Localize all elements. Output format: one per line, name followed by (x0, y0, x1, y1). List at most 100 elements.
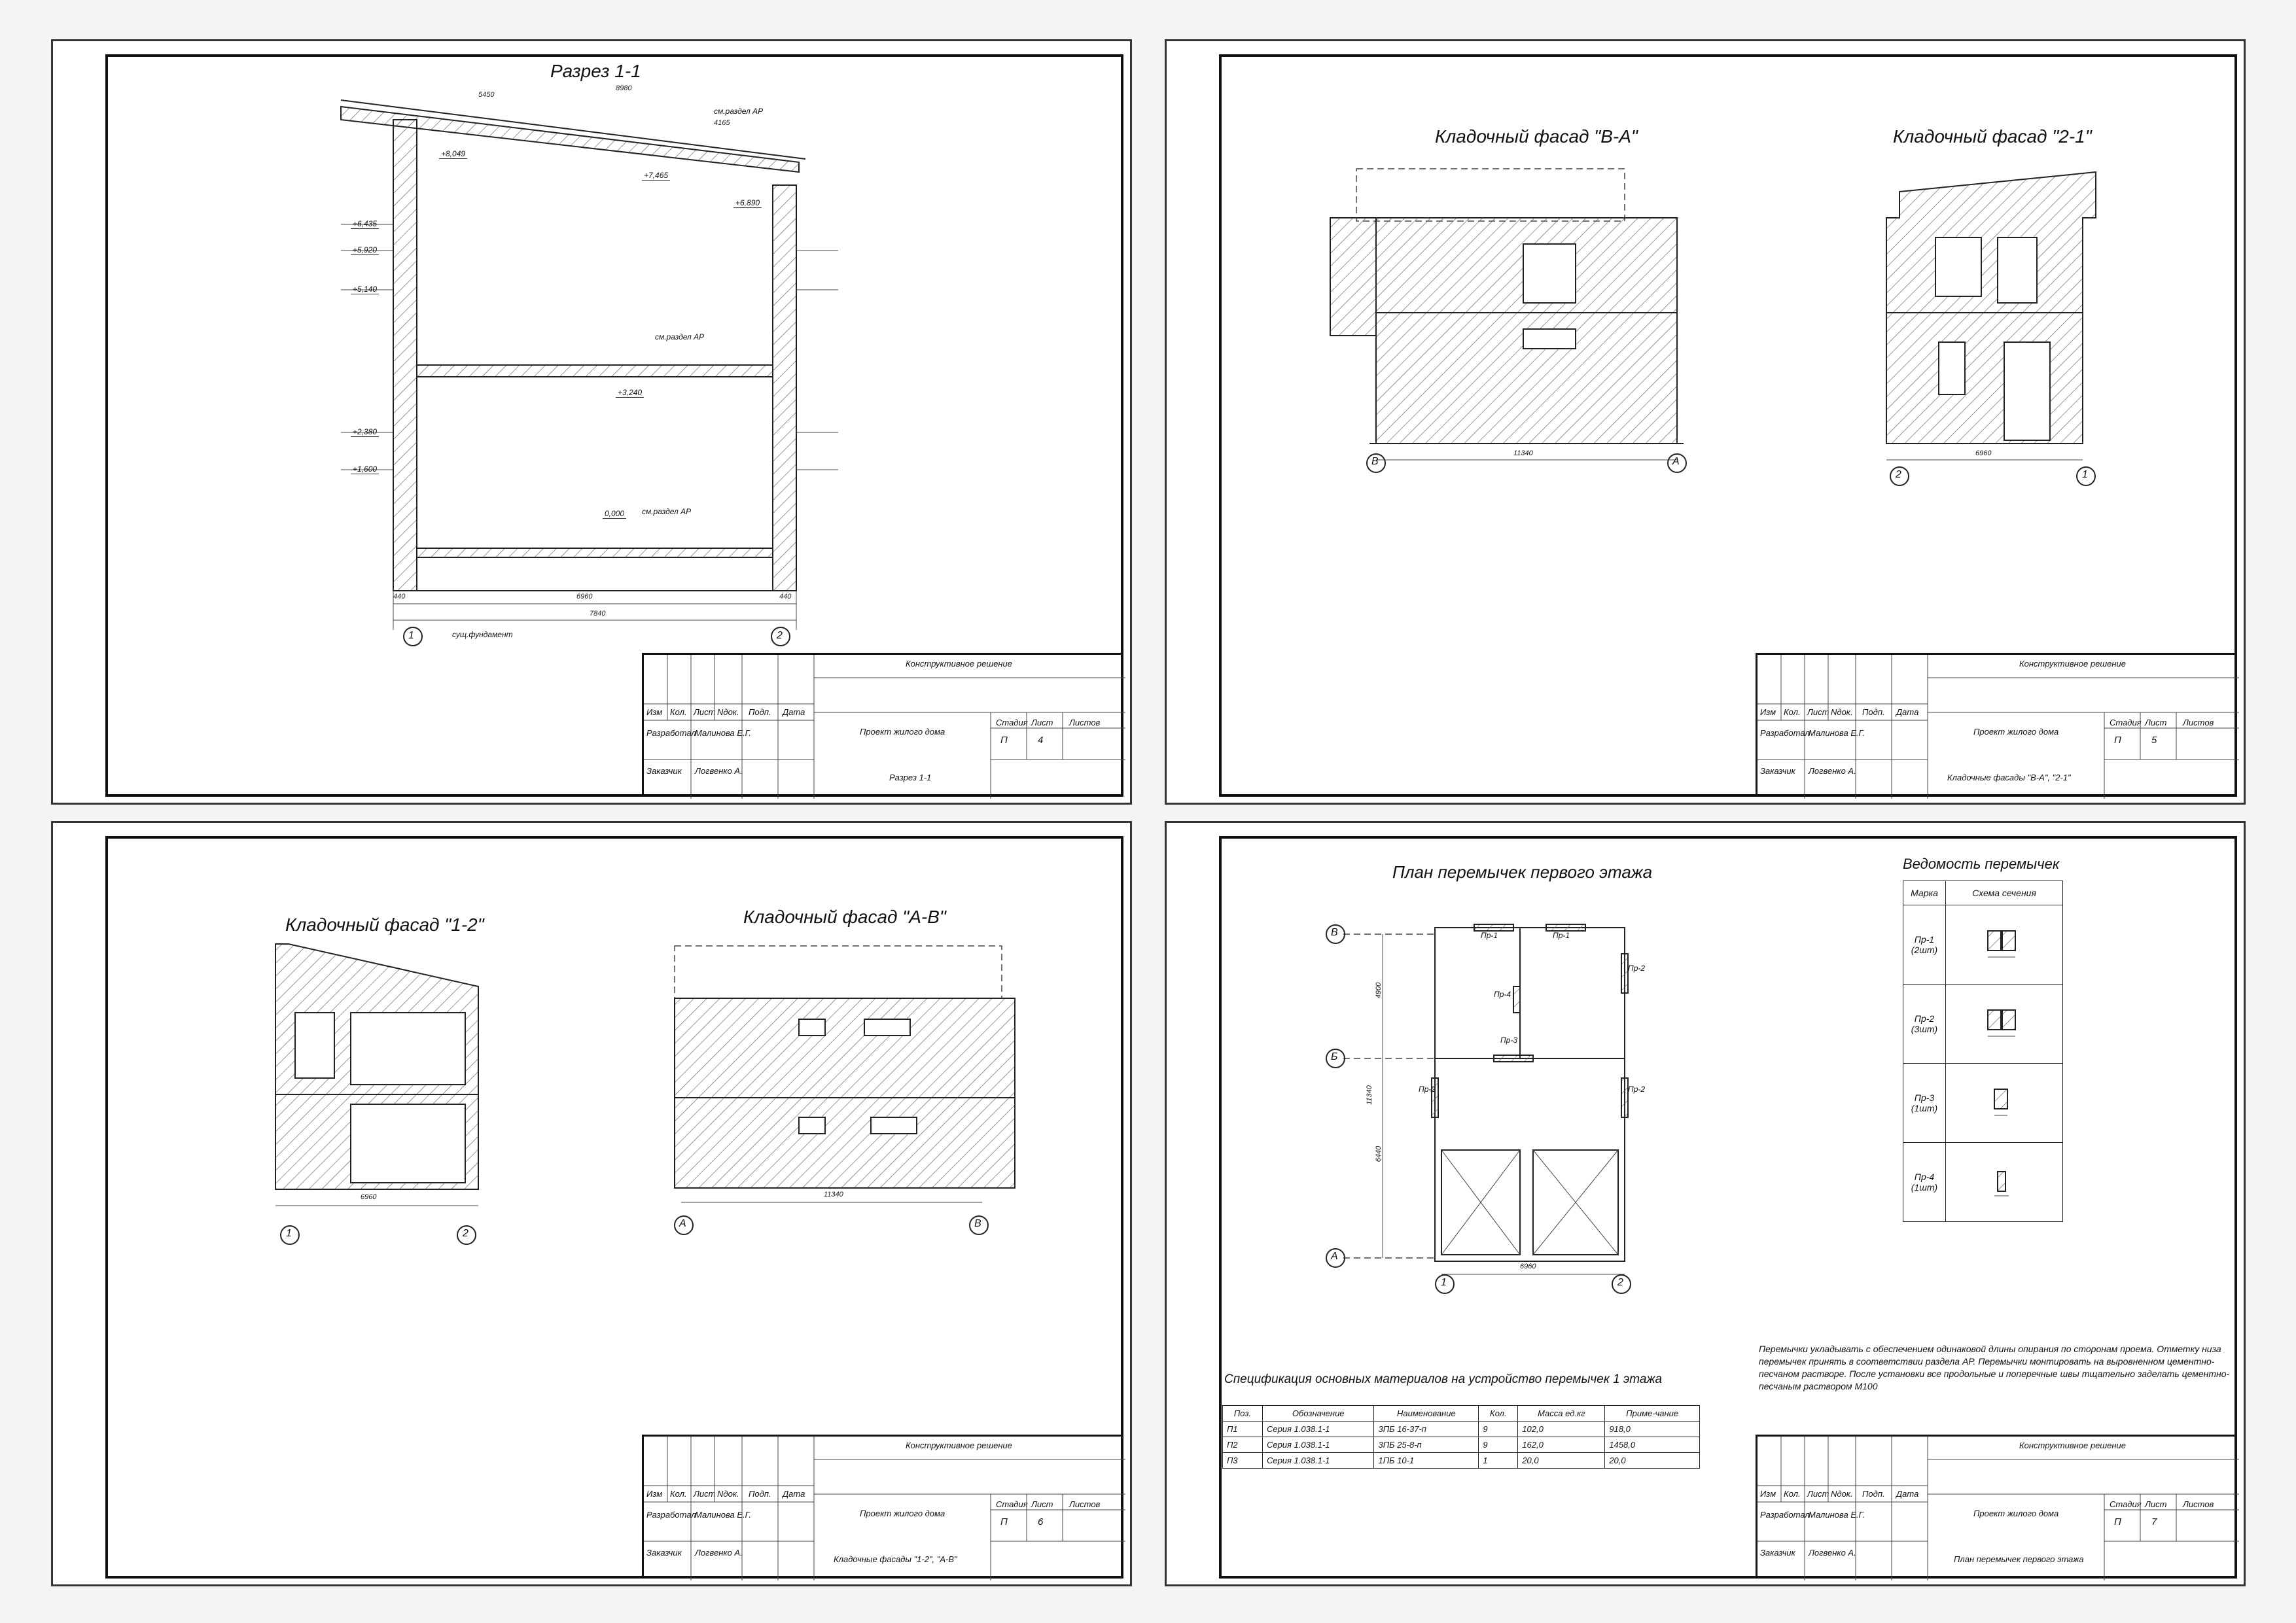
note-ar-3: см.раздел АР (642, 507, 692, 516)
section-scheme-icon (1987, 1009, 2016, 1036)
spec-title: Спецификация основных материалов на устр… (1224, 1372, 1663, 1386)
stamp-hdr-list: Лист (1807, 707, 1829, 717)
plan-dim-length: 11340 (1365, 1085, 1373, 1105)
stamp-project: Проект жилого дома (1973, 1509, 2059, 1518)
floor-slab (416, 364, 773, 377)
axis-label-2: 2 (1896, 469, 1901, 480)
vedom-header-mark: Марка (1903, 881, 1946, 905)
plan-axis-v: В (1331, 927, 1338, 938)
stamp-customer-name: Логвенко А. (1809, 1548, 1856, 1558)
stamp-developer-name: Малинова Е.Г. (695, 728, 752, 738)
stamp-hdr-podp: Подп. (1862, 707, 1885, 717)
vedom-title: Ведомость перемычек (1903, 856, 2060, 872)
axis-label-v: В (1371, 456, 1379, 467)
lintel-mark (1431, 1077, 1439, 1118)
spec-cell: 1458,0 (1604, 1437, 1700, 1453)
plan-title: План перемычек первого этажа (1392, 862, 1653, 882)
lintel-mark (1621, 1077, 1629, 1118)
level-mark: +5,920 (351, 245, 380, 255)
left-wall (393, 119, 417, 591)
stamp-developed: Разработал (646, 728, 696, 738)
stamp-hdr-ndok: Nдок. (717, 1489, 739, 1499)
spec-cell: Серия 1.038.1-1 (1262, 1437, 1375, 1453)
title-block: Конструктивное решение Проект жилого дом… (1756, 1435, 2239, 1580)
vedom-row: Пр-2(3шт) (1903, 984, 2063, 1064)
stamp-developed: Разработал (646, 1510, 696, 1520)
stamp-sheet-no: 5 (2151, 735, 2157, 746)
lintel-label: Пр-2 (1419, 1085, 1436, 1094)
lintel-plan-drawing (1326, 924, 1631, 1294)
stamp-hdr-izm: Изм (646, 1489, 663, 1499)
stamp-project: Проект жилого дома (860, 1509, 945, 1518)
stamp-project: Проект жилого дома (860, 727, 945, 737)
stamp-hdr-podp: Подп. (749, 1489, 771, 1499)
ground-slab (416, 548, 773, 558)
stamp-project: Проект жилого дома (1973, 727, 2059, 737)
plan-dim-vb: 4900 (1375, 982, 1383, 999)
sheet-lintel-plan: План перемычек первого этажа Ведомость п… (1165, 821, 2246, 1586)
note-foundation: сущ.фундамент (452, 630, 513, 639)
stamp-stage-label: Стадия (2110, 718, 2142, 727)
stamp-stage: П (1000, 1516, 1008, 1527)
facade-21-wall (1886, 171, 2096, 444)
stamp-stage: П (2114, 1516, 2121, 1527)
spec-header-cell: Приме-чание (1604, 1405, 1700, 1422)
dimension-label: 440 (779, 593, 792, 601)
sheet-facades-12-av: Кладочный фасад "1-2" Кладочный фасад "А… (51, 821, 1132, 1586)
level-mark: +7,465 (642, 171, 671, 181)
stamp-hdr-kol: Кол. (670, 1489, 687, 1499)
roof-slab (340, 105, 800, 173)
level-mark: +6,435 (351, 219, 380, 229)
spec-header-cell: Масса ед.кг (1517, 1405, 1606, 1422)
level-mark: +6,890 (733, 198, 762, 208)
drawing-title: Разрез 1-1 (550, 61, 641, 81)
facade-12-title: Кладочный фасад "1-2" (285, 915, 484, 935)
facade-drawings (275, 943, 1016, 1245)
lintel-mark (1513, 986, 1521, 1013)
section-scheme-icon (1994, 1088, 2008, 1115)
dimension-label: 440 (393, 593, 406, 601)
drawing-frame (105, 54, 1123, 797)
stamp-hdr-data: Дата (783, 1489, 805, 1499)
stamp-customer: Заказчик (1760, 1548, 1795, 1558)
stamp-customer: Заказчик (646, 766, 682, 776)
stamp-section: Конструктивное решение (906, 659, 1012, 669)
spec-header-cell: Обозначение (1262, 1405, 1375, 1422)
dim-length-av: 11340 (824, 1191, 843, 1198)
stamp-customer-name: Логвенко А. (695, 766, 743, 776)
facade-drawings (1330, 168, 2096, 486)
axis-label-v: В (974, 1218, 981, 1229)
plan-dim-ba: 6440 (1375, 1145, 1383, 1162)
section-scheme-icon (1987, 930, 2016, 957)
dimension-label: 6960 (576, 593, 593, 601)
dimension-label: 4165 (714, 119, 730, 127)
lintel-mark (1545, 924, 1586, 932)
level-mark: +3,240 (616, 388, 645, 398)
facade-av-title: Кладочный фасад "А-В" (743, 907, 946, 927)
facade-21-title: Кладочный фасад "2-1" (1893, 126, 2092, 147)
lintel-mark (1621, 953, 1629, 994)
stamp-hdr-kol: Кол. (1784, 707, 1801, 717)
lintel-label: Пр-2 (1628, 1085, 1646, 1094)
axis-label-a: А (679, 1218, 686, 1229)
vedom-header-scheme: Схема сечения (1945, 881, 2063, 905)
stamp-customer-name: Логвенко А. (1809, 766, 1856, 776)
stamp-sheets-label: Листов (2183, 718, 2214, 727)
vedom-scheme-cell (1945, 1063, 2063, 1143)
vedom-scheme-cell (1945, 1142, 2063, 1222)
level-mark: +5,140 (351, 285, 380, 294)
stamp-grid (1757, 1437, 2239, 1580)
drawing-frame (105, 836, 1123, 1579)
stamp-stage: П (2114, 735, 2121, 746)
vedom-mark: Пр-1 (1914, 934, 1935, 945)
axis-label-1: 1 (286, 1228, 292, 1239)
sheet-facades-va-21: Кладочный фасад "В-А" Кладочный фасад "2… (1165, 39, 2246, 805)
spec-cell: 20,0 (1517, 1452, 1606, 1469)
stamp-hdr-izm: Изм (646, 707, 663, 717)
stamp-hdr-ndok: Nдок. (1831, 1489, 1853, 1499)
